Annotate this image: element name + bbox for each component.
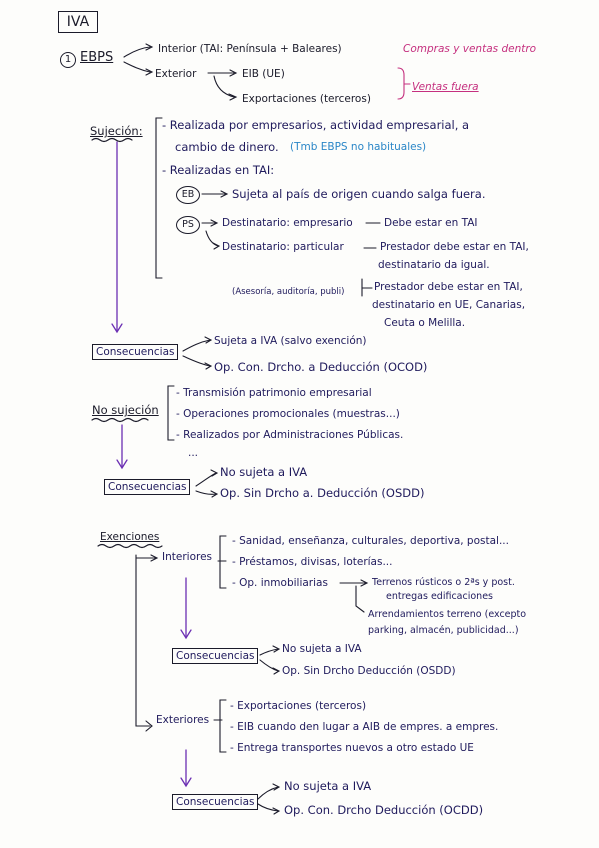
- sujecion-line3: - Realizadas en TAI:: [162, 163, 275, 177]
- exenciones-exteriores: Exteriores: [156, 714, 210, 726]
- no-sujecion-line4: ...: [188, 447, 199, 459]
- section-number: 1: [60, 52, 76, 68]
- exenciones-int1: - Sanidad, enseñanza, culturales, deport…: [232, 535, 509, 547]
- sujecion-line2: cambio de dinero.: [175, 140, 279, 154]
- ebps-interior-note: Compras y ventas dentro: [403, 43, 537, 55]
- ebps-exportaciones: Exportaciones (terceros): [242, 93, 371, 105]
- cons1-line1: Sujeta a IVA (salvo exención): [214, 335, 367, 347]
- asesoria-note: (Asesoría, auditoría, publi): [232, 287, 345, 297]
- sujecion-line1: - Realizada por empresarios, actividad e…: [162, 118, 470, 132]
- sujecion-label: Sujeción:: [90, 124, 143, 138]
- sujecion-line2-note: (Tmb EBPS no habituales): [290, 141, 427, 153]
- exenciones-interiores: Interiores: [162, 551, 213, 563]
- no-sujecion-line1: - Transmisión patrimonio empresarial: [176, 387, 372, 399]
- exenciones-ext1: - Exportaciones (terceros): [230, 700, 367, 712]
- ps-dest1: Destinatario: empresario: [222, 217, 353, 229]
- consecuencias-box-1: Consecuencias: [92, 344, 179, 360]
- ebps-label: EBPS: [80, 50, 114, 65]
- cons3-line2: Op. Sin Drcho Deducción (OSDD): [282, 665, 456, 677]
- exenciones-int2: - Préstamos, divisas, loterías...: [232, 556, 393, 568]
- ps-dest2-result2: Prestador debe estar en TAI,: [374, 281, 523, 293]
- exenciones-int3-r2b: parking, almacén, publicidad...): [368, 625, 519, 636]
- cons3-line1: No sujeta a IVA: [282, 643, 362, 655]
- exenciones-int3-r1: Terrenos rústicos o 2ªs y post.: [372, 577, 515, 588]
- exenciones-int3: - Op. inmobiliarias: [232, 577, 328, 589]
- ebps-eib: EIB (UE): [242, 68, 285, 80]
- page-title: IVA: [58, 11, 98, 33]
- eb-text: Sujeta al país de origen cuando salga fu…: [232, 187, 486, 201]
- exenciones-ext3: - Entrega transportes nuevos a otro esta…: [230, 742, 474, 754]
- ps-dest2-result2c: Ceuta o Melilla.: [384, 317, 466, 329]
- ps-dest2-result1: Prestador debe estar en TAI,: [380, 241, 529, 253]
- no-sujecion-line2: - Operaciones promocionales (muestras...…: [176, 408, 400, 420]
- eb-tag: EB: [176, 186, 200, 204]
- consecuencias-box-2: Consecuencias: [104, 479, 191, 495]
- exenciones-int3-r1b: entregas edificaciones: [386, 591, 493, 602]
- cons4-line2: Op. Con. Drcho Deducción (OCDD): [284, 803, 484, 817]
- exenciones-label: Exenciones: [100, 531, 160, 543]
- consecuencias-box-3: Consecuencias: [172, 648, 259, 664]
- ebps-interior: Interior (TAI: Península + Baleares): [158, 43, 342, 55]
- cons2-line2: Op. Sin Drcho a. Deducción (OSDD): [220, 486, 425, 500]
- ebps-exterior: Exterior: [155, 68, 197, 80]
- exenciones-ext2: - EIB cuando den lugar a AIB de empres. …: [230, 721, 499, 733]
- cons1-line2: Op. Con. Drcho. a Deducción (OCOD): [214, 360, 428, 374]
- no-sujecion-label: No sujeción: [92, 403, 159, 417]
- no-sujecion-line3: - Realizados por Administraciones Públic…: [176, 429, 404, 441]
- ps-dest1-result: Debe estar en TAI: [384, 217, 478, 229]
- ps-dest2-result1b: destinatario da igual.: [378, 259, 490, 271]
- ps-tag: PS: [176, 216, 200, 234]
- ebps-ventas-fuera: Ventas fuera: [412, 81, 479, 93]
- ps-dest2-result2b: destinatario en UE, Canarias,: [372, 299, 526, 311]
- cons4-line1: No sujeta a IVA: [284, 779, 372, 793]
- consecuencias-box-4: Consecuencias: [172, 794, 259, 810]
- exenciones-int3-r2: Arrendamientos terreno (excepto: [368, 609, 527, 620]
- cons2-line1: No sujeta a IVA: [220, 465, 308, 479]
- ps-dest2: Destinatario: particular: [222, 241, 344, 253]
